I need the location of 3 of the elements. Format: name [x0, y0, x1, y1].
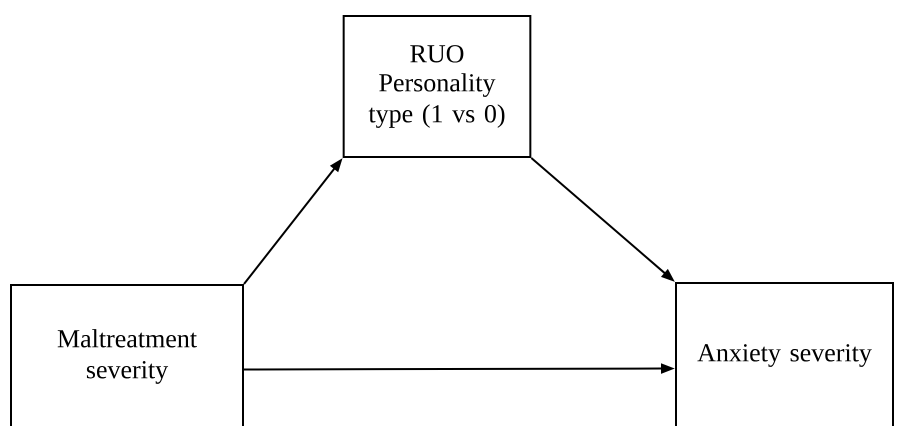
variable-box: Maltreatment severity	[10, 284, 244, 426]
variable-box: RUO Personality type (1 vs 0)	[342, 15, 532, 158]
variable-box: Anxiety severity	[675, 282, 894, 426]
